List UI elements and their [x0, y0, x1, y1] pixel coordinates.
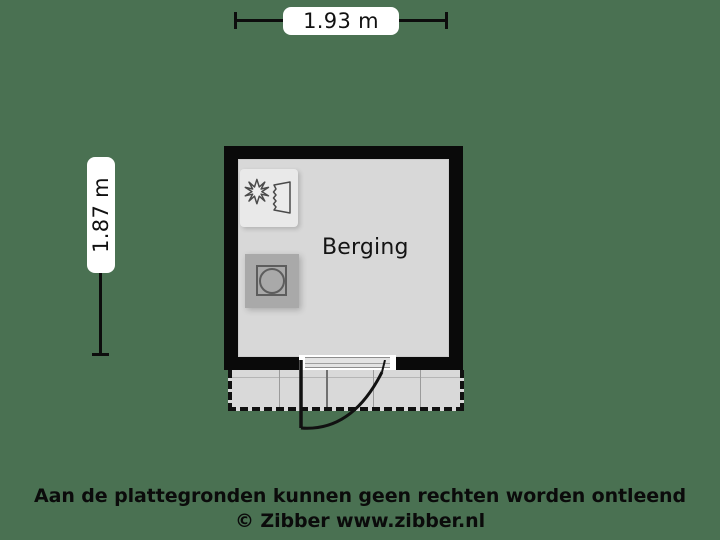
room-label-berging: Berging — [322, 235, 409, 260]
washing-machine-icon — [256, 265, 287, 296]
disclaimer-line-2: © Zibber www.zibber.nl — [234, 510, 485, 532]
dimension-label-height: 1.87 m — [87, 157, 115, 273]
washing-machine-fixture — [245, 254, 299, 308]
disclaimer-line-1: Aan de plattegronden kunnen geen rechten… — [34, 485, 686, 507]
door-opening — [299, 355, 396, 370]
dimension-tick-left — [234, 12, 237, 29]
dimension-tick-right — [445, 12, 448, 29]
dimension-label-width: 1.93 m — [283, 7, 399, 35]
washing-machine-drum-icon — [259, 268, 285, 294]
terrace-tile-line — [326, 370, 328, 407]
dimension-tick-bottom — [92, 353, 109, 356]
ac-unit-fixture — [240, 169, 298, 227]
disclaimer-caption: Aan de plattegronden kunnen geen rechten… — [0, 484, 720, 534]
door-threshold — [305, 357, 390, 368]
terrace-tile-line — [373, 370, 374, 407]
snowflake-fan-icon — [244, 178, 291, 214]
terrace-tile-line — [279, 370, 280, 407]
terrace-area — [228, 370, 464, 411]
terrace-edge-line — [232, 377, 460, 378]
terrace-tile-line — [420, 370, 421, 407]
